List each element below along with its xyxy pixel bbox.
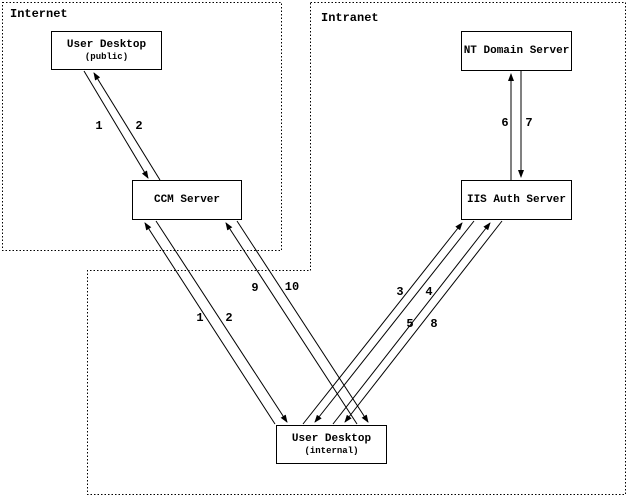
node-user-desktop-internal: User Desktop (internal)	[276, 425, 387, 464]
node-subtitle: (internal)	[304, 446, 359, 456]
node-title: User Desktop	[291, 433, 372, 445]
edge-1-public-desktop-to-ccm	[83, 70, 149, 179]
node-title: User Desktop	[66, 39, 147, 51]
edge-8-iis-to-internal-desktop	[344, 220, 503, 423]
edge-label-1-public: 1	[95, 119, 103, 133]
intranet-region-label: Intranet	[321, 11, 379, 25]
edge-label-2-internal: 2	[225, 311, 233, 325]
node-user-desktop-public: User Desktop (public)	[51, 31, 162, 70]
edge-label-9: 9	[251, 281, 259, 295]
edge-label-5: 5	[406, 317, 414, 331]
edge-label-2-public: 2	[135, 119, 143, 133]
node-iis-auth-server: IIS Auth Server	[461, 180, 572, 220]
edge-label-6: 6	[501, 116, 509, 130]
edge-4-iis-to-internal-desktop	[314, 220, 475, 423]
node-title: IIS Auth Server	[466, 193, 567, 206]
edge-label-3: 3	[396, 285, 404, 299]
node-title: CCM Server	[153, 193, 220, 206]
edge-label-4: 4	[425, 285, 433, 299]
edge-label-7: 7	[525, 116, 533, 130]
node-title: NT Domain Server	[463, 44, 570, 57]
node-nt-domain-server: NT Domain Server	[461, 31, 572, 71]
edge-2-ccm-to-internal-desktop	[155, 220, 288, 423]
edge-5-internal-desktop-to-iis	[332, 222, 491, 425]
edge-2-ccm-to-public-desktop	[93, 72, 161, 181]
edge-1-internal-desktop-to-ccm	[144, 222, 276, 425]
node-ccm-server: CCM Server	[132, 180, 242, 220]
edge-3-internal-desktop-to-iis	[302, 222, 463, 425]
edge-10-ccm-to-internal-desktop	[236, 220, 369, 423]
intranet-boundary	[87, 2, 626, 495]
edge-label-1-internal: 1	[196, 311, 204, 325]
internet-region-label: Internet	[10, 7, 68, 21]
node-subtitle: (public)	[84, 52, 129, 62]
edge-label-8: 8	[430, 317, 438, 331]
internet-boundary	[2, 2, 282, 251]
edge-9-internal-desktop-to-ccm	[225, 222, 358, 425]
edge-label-10: 10	[284, 280, 300, 294]
